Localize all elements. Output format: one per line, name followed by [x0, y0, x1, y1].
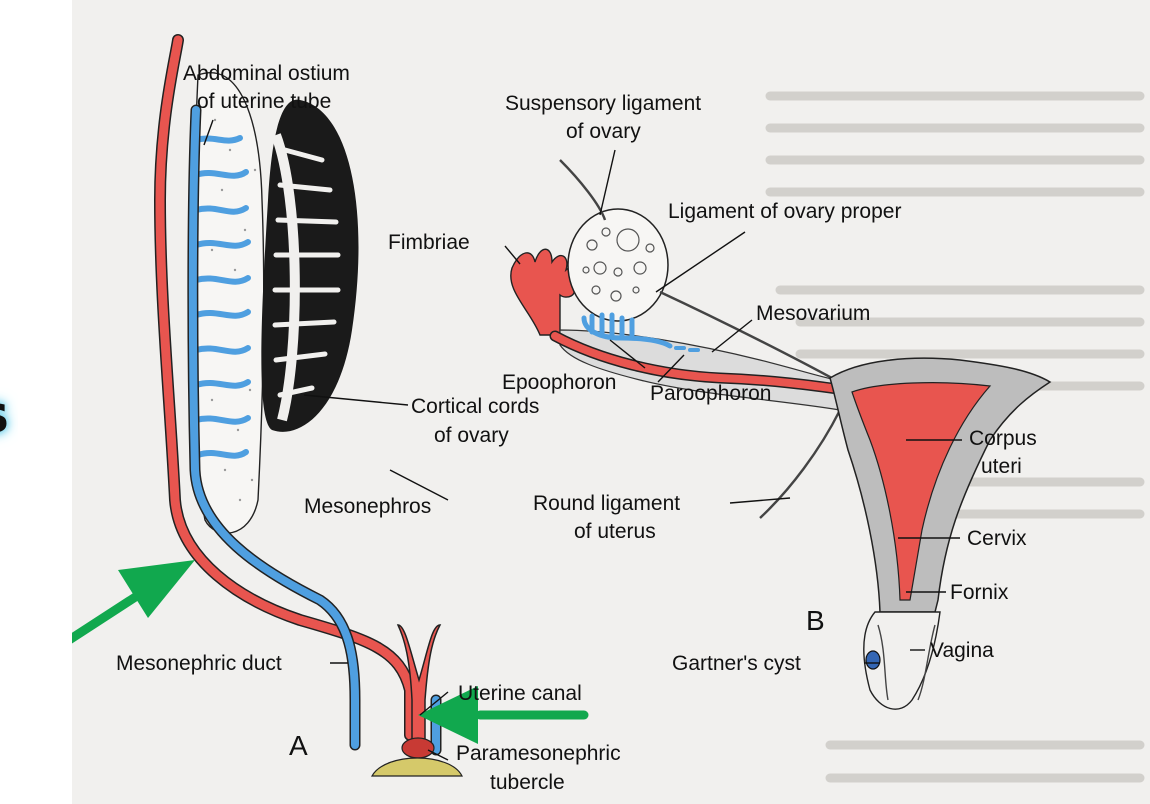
label-uteri: uteri: [981, 455, 1022, 478]
label-paramesonephric-1: Paramesonephric: [456, 742, 621, 765]
label-cortical-cords-2: of ovary: [434, 424, 509, 447]
label-cervix: Cervix: [967, 527, 1027, 550]
label-mesonephros: Mesonephros: [304, 495, 431, 518]
round-ligament: [760, 410, 840, 518]
label-ligament-ovary-proper: Ligament of ovary proper: [668, 200, 901, 223]
label-corpus: Corpus: [969, 427, 1037, 450]
label-cortical-cords-1: Cortical cords: [411, 395, 539, 418]
suspensory-ligament: [560, 160, 605, 220]
paramesonephric-tubercle: [372, 758, 462, 776]
label-epoophoron: Epoophoron: [502, 371, 616, 394]
side-text-fragment: s: [0, 385, 18, 465]
gartners-cyst-dot: [866, 651, 880, 669]
textbook-page: Abdominal ostium of uterine tube Suspens…: [72, 0, 1150, 804]
panel-letter-b: B: [806, 605, 825, 636]
label-fornix: Fornix: [950, 581, 1009, 604]
label-round-ligament-2: of uterus: [574, 520, 656, 543]
label-gartners-cyst: Gartner's cyst: [672, 652, 801, 675]
label-abdominal-ostium-1: Abdominal ostium: [183, 62, 350, 85]
label-paramesonephric-2: tubercle: [490, 771, 565, 794]
label-vagina: Vagina: [930, 639, 994, 662]
label-fimbriae: Fimbriae: [388, 231, 470, 254]
label-suspensory-1: Suspensory ligament: [505, 92, 701, 115]
ovary-b: [568, 209, 668, 321]
label-mesovarium: Mesovarium: [756, 302, 870, 325]
label-suspensory-2: of ovary: [566, 120, 641, 143]
label-mesonephric-duct: Mesonephric duct: [116, 652, 282, 675]
genital-duct-diagram: Abdominal ostium of uterine tube Suspens…: [72, 0, 1150, 804]
fimbriae: [511, 249, 577, 335]
label-uterine-canal: Uterine canal: [458, 682, 582, 705]
label-round-ligament-1: Round ligament: [533, 492, 680, 515]
panel-letter-a: A: [289, 730, 308, 761]
label-abdominal-ostium-2: of uterine tube: [197, 90, 331, 113]
label-paroophoron: Paroophoron: [650, 382, 771, 405]
